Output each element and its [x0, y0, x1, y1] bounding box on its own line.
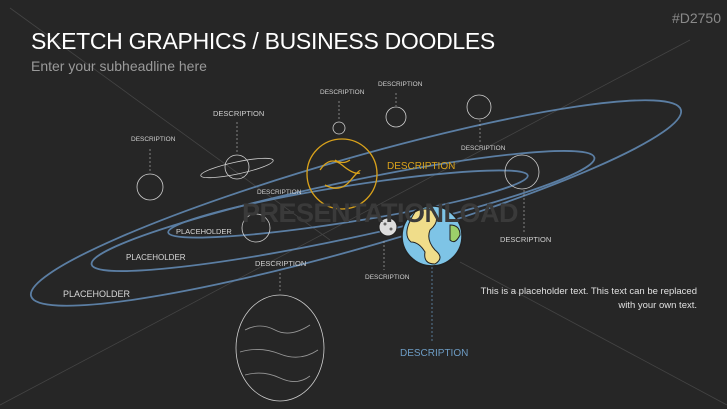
- placeholder-paragraph: This is a placeholder text. This text ca…: [480, 286, 697, 311]
- orbit-label-middle: PLACEHOLDER: [126, 253, 186, 262]
- planet-icon: [332, 121, 346, 135]
- label-description: DESCRIPTION: [255, 259, 307, 268]
- label-description: DESCRIPTION: [500, 235, 552, 244]
- planet-icon: [136, 173, 164, 201]
- page-subtitle: Enter your subheadline here: [31, 58, 207, 74]
- label-earth: DESCRIPTION: [400, 348, 469, 359]
- orbits: [29, 99, 683, 307]
- label-description: DESCRIPTION: [131, 136, 176, 143]
- orbit-label-outer: PLACEHOLDER: [63, 289, 131, 299]
- product-code: #D2750: [671, 10, 721, 26]
- label-description: DESCRIPTION: [320, 89, 365, 96]
- label-description: DESCRIPTION: [378, 81, 423, 88]
- orbit-outer: [29, 99, 683, 307]
- connector-lines: [149, 93, 525, 343]
- label-description: DESCRIPTION: [213, 109, 265, 118]
- large-planet-icon: [235, 294, 325, 402]
- label-description: DESCRIPTION: [461, 145, 506, 152]
- page-title: SKETCH GRAPHICS / BUSINESS DOODLES: [31, 28, 495, 54]
- planet-icon: [385, 106, 407, 128]
- moon-icon: [378, 217, 398, 237]
- watermark: PRESENTATIONLOAD: [242, 198, 519, 228]
- planet-icon: [466, 94, 492, 120]
- planet-icon: [241, 213, 271, 243]
- orbit-label-inner: PLACEHOLDER: [176, 227, 232, 236]
- saturn-icon: [200, 154, 274, 180]
- label-sun: DESCRIPTION: [387, 161, 456, 172]
- label-description: DESCRIPTION: [257, 189, 302, 196]
- orbit-middle: [90, 150, 596, 272]
- earth-icon: [401, 205, 463, 267]
- orbit-inner: [167, 169, 529, 239]
- sun-icon: [306, 138, 378, 210]
- planet-icon: [504, 154, 540, 190]
- label-description: DESCRIPTION: [365, 274, 410, 281]
